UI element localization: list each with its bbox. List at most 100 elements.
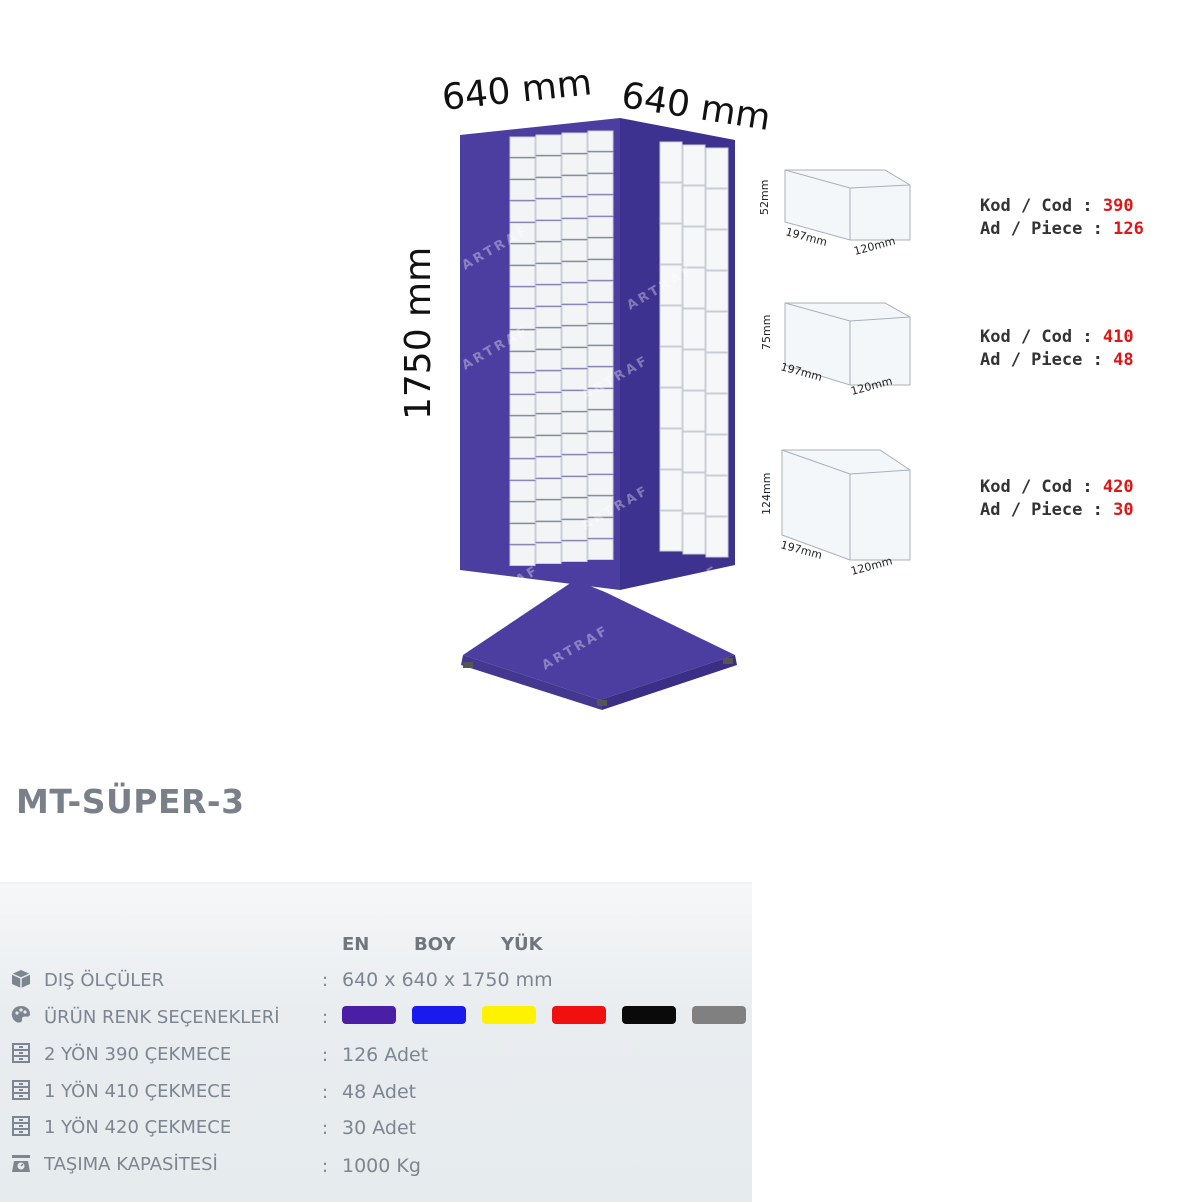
drawer-cell [682, 267, 706, 309]
drawer-cell [561, 390, 588, 412]
column-header-boy: BOY [414, 934, 456, 955]
drawer-cell [587, 345, 614, 367]
drawer-cell [561, 326, 588, 347]
piece-label: Ad / Piece [980, 219, 1083, 239]
drawer-cell [561, 347, 588, 369]
drawer-cell [535, 220, 562, 242]
piece-label: Ad / Piece [980, 350, 1083, 370]
drawer-cell [535, 349, 562, 371]
drawer-390-image: 52mm 197mm 120mm [758, 169, 911, 258]
drawer-410-height: 75mm [760, 315, 773, 350]
code-value: 420 [1102, 477, 1134, 497]
drawer-cell [535, 543, 562, 564]
drawer-cell [659, 264, 683, 306]
drawer-cell [509, 158, 536, 179]
spec-label-410: 1 YÖN 410 ÇEKMECE [44, 1081, 232, 1102]
drawer-cell [561, 261, 588, 283]
color-swatch-5[interactable] [622, 1006, 676, 1024]
drawer-cell [587, 216, 614, 238]
drawer-cell [659, 346, 683, 388]
drawer-grid-right [659, 141, 729, 558]
drawer-cell [561, 412, 588, 433]
drawer-cell [509, 308, 536, 330]
drawer-cell [587, 238, 614, 259]
drawer-420-image: 124mm 197mm 120mm [760, 449, 911, 578]
drawer-cell [659, 510, 683, 552]
drawer-cell [587, 539, 614, 560]
drawer-390-height: 52mm [760, 180, 771, 215]
drawer-cell [561, 175, 588, 197]
drawer-cell [587, 474, 614, 496]
drawer-cell [682, 513, 706, 555]
drawer-cell [535, 414, 562, 435]
drawer-cell [535, 521, 562, 543]
drawer-cell [509, 136, 536, 158]
drawer-cell [509, 351, 536, 373]
code-sep: : [1082, 327, 1093, 347]
color-swatch-1[interactable] [342, 1006, 396, 1024]
drawer-cell [705, 270, 729, 312]
drawer-grid-left [509, 130, 614, 566]
color-swatch-6[interactable] [692, 1006, 746, 1024]
drawer-cell [705, 475, 729, 517]
drawer-cell [705, 393, 729, 435]
drawer-cell [587, 195, 614, 216]
drawer-cell [587, 517, 614, 539]
drawer-cell [561, 519, 588, 541]
drawer-cell [659, 141, 683, 183]
drawer-cell [509, 437, 536, 459]
drawer-cell [587, 259, 614, 281]
drawer-cell [587, 281, 614, 302]
drawer-cell [682, 472, 706, 514]
drawer-cell [561, 433, 588, 455]
code-value: 410 [1102, 327, 1134, 347]
spec-colon: : [322, 1007, 329, 1028]
spec-value-capacity: 1000 Kg [342, 1155, 421, 1177]
piece-label: Ad / Piece [980, 500, 1083, 520]
drawer-410: 75mm 197mm 120mm [760, 295, 920, 409]
drawer-cell [561, 304, 588, 326]
drawer-cell [535, 285, 562, 306]
drawer-cell [561, 476, 588, 498]
product-title: MT-SÜPER-3 [16, 782, 245, 821]
drawer-cell [509, 201, 536, 222]
spec-label-capacity: TAŞIMA KAPASİTESİ [44, 1154, 218, 1175]
spec-value-410: 48 Adet [342, 1081, 417, 1103]
drawer-cell [535, 457, 562, 478]
drawer-420: 124mm 197mm 120mm [760, 440, 920, 589]
drawer-cell [587, 388, 614, 410]
drawer-cell [509, 244, 536, 265]
drawer-cell [587, 367, 614, 388]
drawer-cell [659, 387, 683, 429]
spec-value-390: 126 Adet [342, 1044, 429, 1066]
drawer-cell [659, 305, 683, 347]
drawer-cell [587, 152, 614, 173]
code-sep: : [1082, 477, 1093, 497]
drawer-cell [535, 371, 562, 392]
code-value: 390 [1102, 196, 1134, 216]
drawer-cell [561, 283, 588, 304]
color-swatch-2[interactable] [412, 1006, 466, 1024]
drawer-420-code-line: Kod / Cod : 420 [980, 477, 1134, 497]
spec-colon: : [322, 1118, 329, 1139]
rotating-cabinet-image: ARTRAFARTRAFARTRAFARTRAFARTRAFARTRAFARTR… [460, 118, 737, 710]
color-swatch-3[interactable] [482, 1006, 536, 1024]
drawer-cell [509, 394, 536, 416]
spec-value-dimensions: 640 x 640 x 1750 mm [342, 969, 553, 991]
drawer-cell [587, 130, 614, 152]
drawer-cell [509, 416, 536, 437]
drawer-cell [659, 182, 683, 224]
box-icon [11, 970, 31, 988]
color-swatch-4[interactable] [552, 1006, 606, 1024]
column-header-yuk: YÜK [501, 934, 543, 955]
drawer-cell [509, 179, 536, 201]
drawer-cell [587, 324, 614, 345]
drawer-cell [682, 431, 706, 473]
drawer-icon [12, 1080, 30, 1100]
drawer-410-code-line: Kod / Cod : 410 [980, 327, 1134, 347]
spec-panel: EN BOY YÜK DIŞ ÖLÇÜLER : 640 x 640 x 175… [0, 882, 752, 1202]
drawer-410-image: 75mm 197mm 120mm [760, 302, 911, 398]
drawer-cell [535, 306, 562, 328]
spec-label-420: 1 YÖN 420 ÇEKMECE [44, 1117, 232, 1138]
